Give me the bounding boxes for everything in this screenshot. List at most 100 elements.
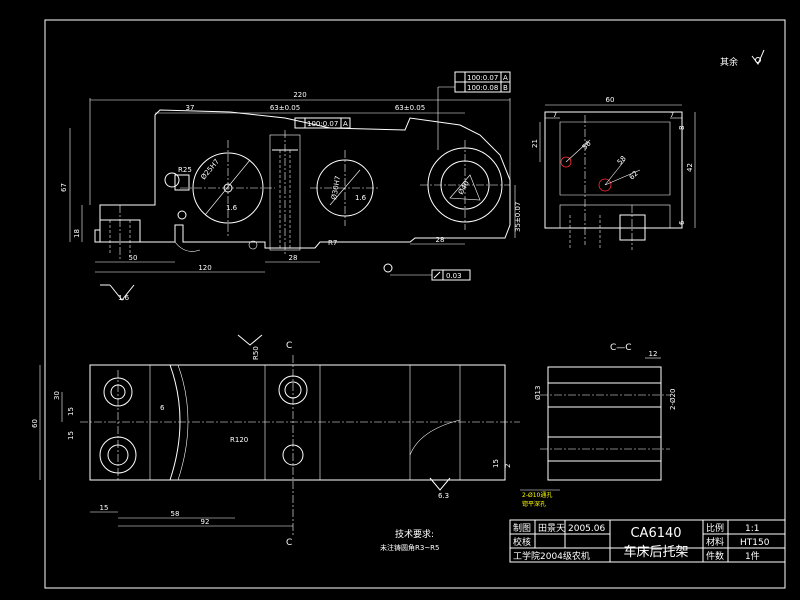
dimension-line [204,159,251,216]
side-dim-62: 62 [628,169,640,181]
side-inner [559,121,671,196]
scale-label: 比例 [706,522,724,534]
tolerance-frame-3: 100:0.07 A [294,117,351,129]
check-label: 校核 [513,536,531,548]
top-roughness: 6.3 [438,492,449,500]
dimension-line [565,139,641,186]
side-dim-8: 8 [678,126,686,130]
roughness-bore2: 1.6 [355,194,367,202]
section-view: C—C 12 2-Ø20 Ø13 2-Ø10通孔 锪平深孔 [520,343,677,508]
tol-3-value: 100:0.07 [307,120,338,128]
section-dim-12: 12 [649,350,658,358]
part-name: 车床后托架 [623,544,688,560]
title-block-frame [509,519,786,563]
tol-2-value: 100:0.08 [467,84,498,92]
fillet [248,240,258,250]
side-view: 60 7 7 21 42 8 6 56 58 62 [531,96,696,250]
section-holes-note: 2-Ø10通孔 [522,491,552,499]
side-base [559,204,671,229]
side-dim-58: 58 [616,154,628,166]
section-dim-20: 2-Ø20 [669,389,677,410]
title-block: 制图 田景天 2005.06 校核 工学院2004级农机 CA6140 车床后托… [509,519,786,563]
top-dim-60: 60 [31,419,39,428]
roughness-bottom: 1.6 [118,294,130,302]
draw-date: 2005.06 [568,524,605,534]
top-dim-15c: 15 [492,459,500,468]
roughness-symbol-icon [751,49,765,65]
section-mark-top: C [286,341,292,351]
section-body [547,366,662,481]
top-radius-120: R120 [230,436,248,444]
dim-120: 120 [198,264,211,272]
side-dim-6: 6 [678,220,686,225]
top-dim-92: 92 [201,518,210,526]
section-dim-13: Ø13 [534,386,542,400]
front-view: 220 37 63±0.05 63±0.05 67 18 50 120 28 2… [60,71,522,302]
material-value: HT150 [740,538,770,548]
dimension-arrow [449,174,481,201]
datum-icon [383,263,393,273]
material-label: 材料 [706,536,724,548]
qty-value: 1件 [745,550,760,562]
tol-1-ref: A [503,74,508,82]
front-outline [94,109,511,249]
small-hole [560,156,572,168]
section-mark-bottom: C [286,538,292,548]
curve [169,364,181,481]
top-dim-15: 15 [100,504,109,512]
side-dim-60: 60 [606,96,615,104]
dim-50: 50 [129,254,138,262]
tolerance-frame-2: 100:0.08 B [454,81,511,93]
dim-37: 37 [186,104,195,112]
dim-220: 220 [293,91,306,99]
tol-3-ref: A [343,120,348,128]
dim-28-b: 28 [436,236,445,244]
small-hole [598,178,612,192]
tech-req-line1: 未注铸圆角R3~R5 [380,543,440,552]
top-dim-15a: 15 [67,407,75,416]
tol-2-ref: B [503,84,508,92]
roughness-bore1: 1.6 [226,204,238,212]
roughness-symbol-icon [429,477,451,491]
roughness-symbol-icon [237,334,263,346]
small-hole [177,210,187,220]
roughness-note: 其余 [720,56,738,68]
flatness-icon [433,271,441,279]
curve [177,364,189,481]
drawing-border [44,19,786,589]
flatness-value: 0.03 [446,272,462,280]
top-outline [89,364,506,481]
dim-28-a: 28 [289,254,298,262]
school: 工学院2004级农机 [513,550,590,562]
dim-63-b: 63±0.05 [395,104,425,112]
dim-35: 35±0.07 [514,202,522,232]
top-dim-58: 58 [171,510,180,518]
draw-name: 田景天 [538,523,565,534]
dim-18: 18 [73,229,81,238]
section-holes-note2: 锪平深孔 [522,500,546,508]
dim-63-a: 63±0.05 [270,104,300,112]
side-boss [619,214,646,241]
side-outline [544,111,683,229]
dim-67: 67 [60,183,68,192]
roughness-circle-icon [755,57,761,63]
top-dim-15b: 15 [67,431,75,440]
scale-value: 1:1 [745,524,759,534]
bore-1-label: Ø25H7 [199,158,221,182]
small-hole [164,172,180,188]
part-code: CA6140 [630,526,681,541]
side-dim-42: 42 [686,163,694,172]
bore-1 [192,152,264,224]
roughness-symbol-icon [100,284,135,301]
tol-1-value: 100:0.07 [467,74,498,82]
side-dim-21: 21 [531,139,539,148]
flatness-frame: 0.03 [431,269,471,281]
top-dim-2: 2 [504,464,512,468]
top-view: 60 30 15 15 15 58 92 R120 6 2 15 R50 6.3… [31,334,520,548]
radius-label: R25 [178,166,192,174]
section-title: C—C [610,343,632,353]
draw-label: 制图 [513,522,531,534]
tolerance-frame-1: 100:0.07 A [454,71,511,83]
tech-req-title: 技术要求: [395,528,434,540]
